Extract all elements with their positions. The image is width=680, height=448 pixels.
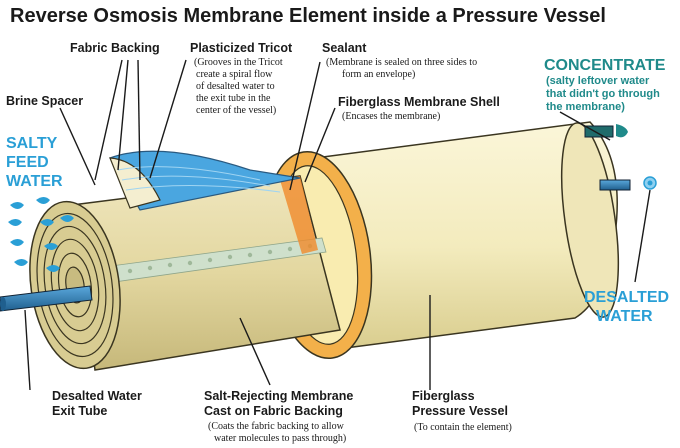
desalted-water-1: DESALTED [584,289,669,306]
salty-water-drops [8,197,74,272]
tricot-desc-4: the exit tube in the [196,93,271,104]
label-concentrate: CONCENTRATE [544,57,666,74]
desalted-water-2: WATER [596,308,653,325]
tricot-desc-1: (Grooves in the Tricot [194,57,283,68]
concentrate-outlet-pipe [584,124,628,138]
membrane-cast-desc-2: water molecules to pass through) [214,433,346,444]
membrane-cast-label-1: Salt-Rejecting Membrane [204,389,353,403]
membrane-cast-label-2: Cast on Fabric Backing [204,404,343,418]
pressure-vessel-desc: (To contain the element) [414,422,512,433]
unrolled-sheets [109,150,301,211]
salty-feed-3: WATER [6,173,63,190]
concentrate-desc-2: that didn't go through [546,88,660,100]
salty-feed-1: SALTY [6,135,58,152]
label-fiberglass-shell: Fiberglass Membrane Shell [338,95,500,109]
tricot-desc-5: center of the vessel) [196,105,276,116]
concentrate-desc-1: (salty leftover water [546,75,650,87]
shell-desc: (Encases the membrane) [342,111,440,122]
tricot-desc-2: create a spiral flow [196,69,273,80]
pressure-vessel-label-2: Pressure Vessel [412,404,508,418]
sealant-desc-2: form an envelope) [342,69,415,80]
exit-tube [0,285,93,312]
concentrate-desc-3: the membrane) [546,101,625,113]
label-brine-spacer: Brine Spacer [6,94,83,108]
label-fabric-backing: Fabric Backing [70,41,160,55]
sealant-desc-1: (Membrane is sealed on three sides to [326,57,477,68]
salty-feed-2: FEED [6,154,49,171]
diagram-title: Reverse Osmosis Membrane Element inside … [10,5,606,27]
label-sealant: Sealant [322,41,367,55]
exit-tube-label-1: Desalted Water [52,389,142,403]
membrane-roll [71,175,341,371]
exit-tube-label-2: Exit Tube [52,404,107,418]
label-plasticized-tricot: Plasticized Tricot [190,41,293,55]
tricot-desc-3: of desalted water to [196,81,275,92]
membrane-cast-desc-1: (Coats the fabric backing to allow [208,421,345,432]
pressure-vessel-label-1: Fiberglass [412,389,475,403]
leader-lines [24,59,651,391]
desalted-outlet-pipe [599,176,657,191]
